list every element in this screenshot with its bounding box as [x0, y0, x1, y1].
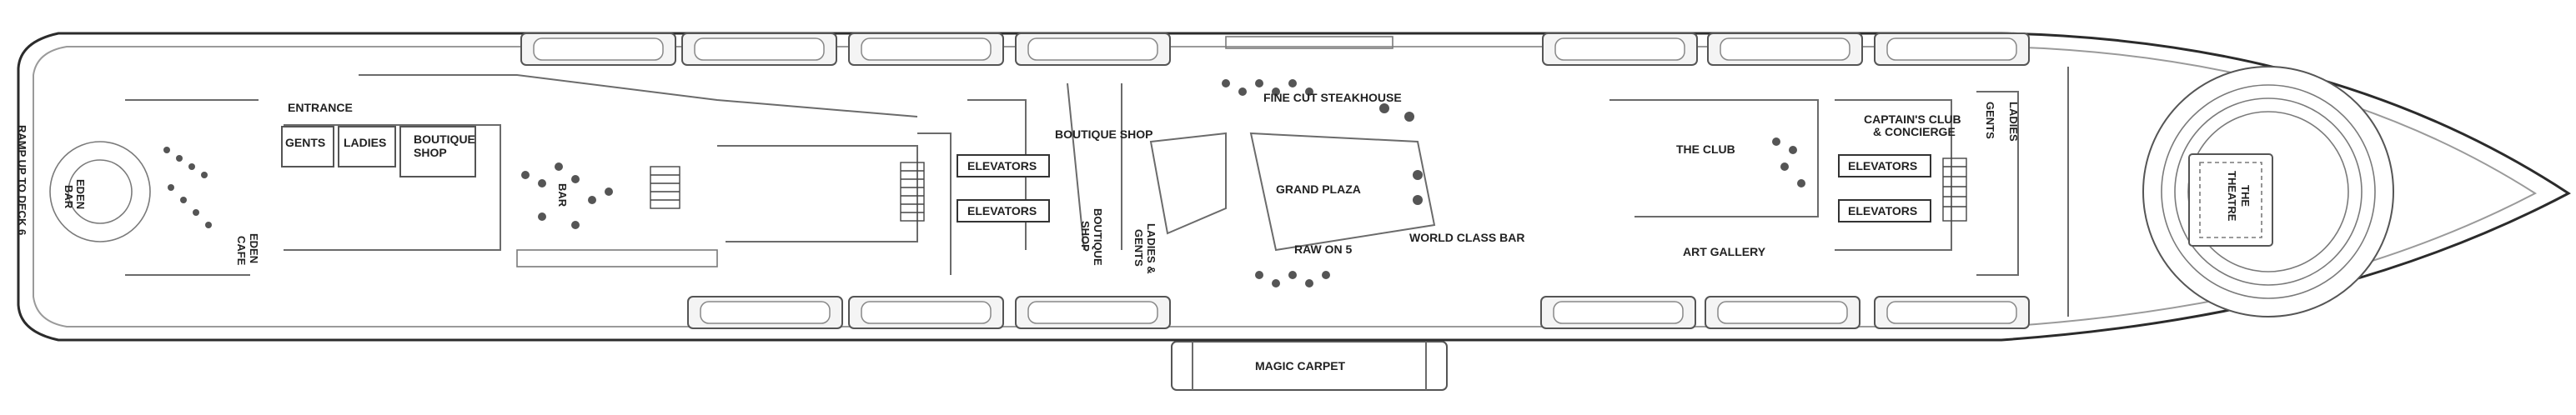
label-ladies-gents-v1: LADIES &: [1145, 223, 1157, 274]
label-elevators-fwd-2: ELEVATORS: [1848, 204, 1917, 218]
label-gents-fwd: GENTS: [1984, 102, 1996, 139]
label-theatre-1: THE: [2239, 185, 2252, 207]
magic-carpet: [1171, 341, 1448, 391]
label-eden-bar-2: BAR: [63, 185, 75, 209]
label-grand-plaza: GRAND PLAZA: [1276, 182, 1361, 196]
label-eden-bar-1: EDEN: [74, 179, 87, 209]
label-boutique-v1: BOUTIQUE: [1092, 208, 1104, 266]
label-ladies-aft: LADIES: [344, 136, 386, 149]
label-elevators-fwd-1: ELEVATORS: [1848, 159, 1917, 172]
label-ladies-fwd: LADIES: [2007, 102, 2020, 142]
label-elevators-mid-2: ELEVATORS: [967, 204, 1037, 218]
lifeboats-bottom: [687, 296, 2030, 329]
labels: ENTRANCE GENTS LADIES BOUTIQUE SHOP RAMP…: [16, 91, 2252, 372]
label-boutique-shop-mid: BOUTIQUE SHOP: [1055, 128, 1152, 141]
label-boutique-v2: SHOP: [1079, 221, 1092, 252]
label-captains-club-2: & CONCIERGE: [1873, 125, 1956, 138]
label-world-class-bar: WORLD CLASS BAR: [1409, 231, 1524, 244]
label-bar-vertical: BAR: [556, 183, 569, 208]
label-fine-cut: FINE CUT STEAKHOUSE: [1263, 91, 1402, 104]
aft-rooms: [281, 126, 476, 178]
label-captains-club-1: CAPTAIN'S CLUB: [1864, 112, 1961, 126]
label-eden-cafe-2: CAFE: [235, 236, 248, 266]
interior-walls: [125, 67, 2069, 317]
label-boutique-aft-2: SHOP: [414, 146, 447, 159]
label-eden-cafe-1: EDEN: [248, 233, 260, 263]
label-raw-on-5: RAW ON 5: [1294, 242, 1352, 256]
label-gents-aft: GENTS: [285, 136, 325, 149]
lifeboats-top: [520, 32, 2030, 66]
label-boutique-aft-1: BOUTIQUE: [414, 132, 475, 146]
label-magic-carpet: MAGIC CARPET: [1255, 359, 1346, 372]
elevator-boxes: [957, 154, 1931, 222]
label-elevators-mid-1: ELEVATORS: [967, 159, 1037, 172]
stairs: [650, 158, 1967, 222]
label-art-gallery: ART GALLERY: [1683, 245, 1766, 258]
label-entrance: ENTRANCE: [288, 101, 353, 114]
label-ramp: RAMP UP TO DECK 6: [16, 125, 28, 235]
label-theatre-2: THEATRE: [2226, 171, 2238, 222]
theatre: [2142, 66, 2394, 318]
label-the-club: THE CLUB: [1676, 142, 1735, 156]
furniture: [49, 36, 1805, 288]
label-ladies-gents-v2: GENTS: [1132, 229, 1145, 267]
